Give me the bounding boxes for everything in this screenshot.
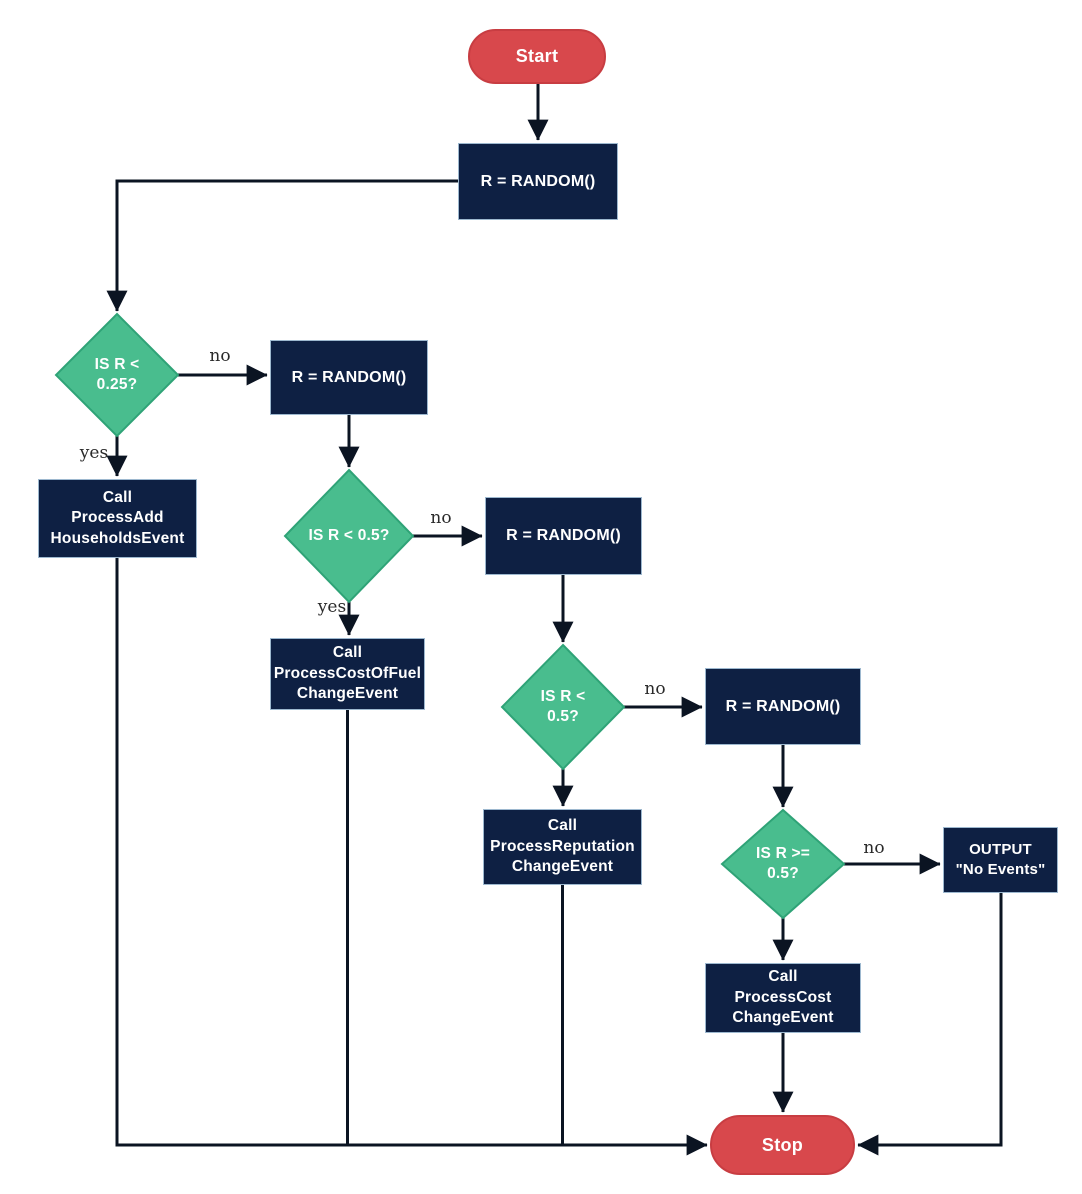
edge-label-decision2-no: no: [430, 508, 452, 528]
edge-label-decision1-yes: yes: [79, 443, 109, 463]
edge-label-decision2-yes: yes: [317, 597, 347, 617]
decision-3-shape: [500, 643, 626, 771]
decision-4-shape: [720, 808, 846, 920]
edge-random1-to-decision1: [106, 179, 458, 312]
edge-label-decision3-no: no: [644, 679, 666, 699]
process-call-add-households: Call ProcessAdd HouseholdsEvent: [38, 479, 197, 558]
process-random-1: R = RANDOM(): [458, 143, 618, 220]
edge-label-decision1-no: no: [209, 346, 231, 366]
edge-call-add-households-to-stop: [115, 558, 708, 1156]
decision-1-shape: [54, 312, 180, 438]
start-terminal: Start: [468, 29, 606, 84]
stop-terminal: Stop: [710, 1115, 855, 1175]
process-call-reputation: Call ProcessReputation ChangeEvent: [483, 809, 642, 885]
edge-label-decision4-no: no: [863, 838, 885, 858]
process-random-4: R = RANDOM(): [705, 668, 861, 745]
edge-output-to-stop: [857, 893, 1003, 1156]
process-random-3: R = RANDOM(): [485, 497, 642, 575]
process-call-cost: Call ProcessCost ChangeEvent: [705, 963, 861, 1033]
decision-2-shape: [283, 468, 415, 604]
process-output-no-events: OUTPUT "No Events": [943, 827, 1058, 893]
process-random-2: R = RANDOM(): [270, 340, 428, 415]
process-call-cost-of-fuel: Call ProcessCostOfFuel ChangeEvent: [270, 638, 425, 710]
